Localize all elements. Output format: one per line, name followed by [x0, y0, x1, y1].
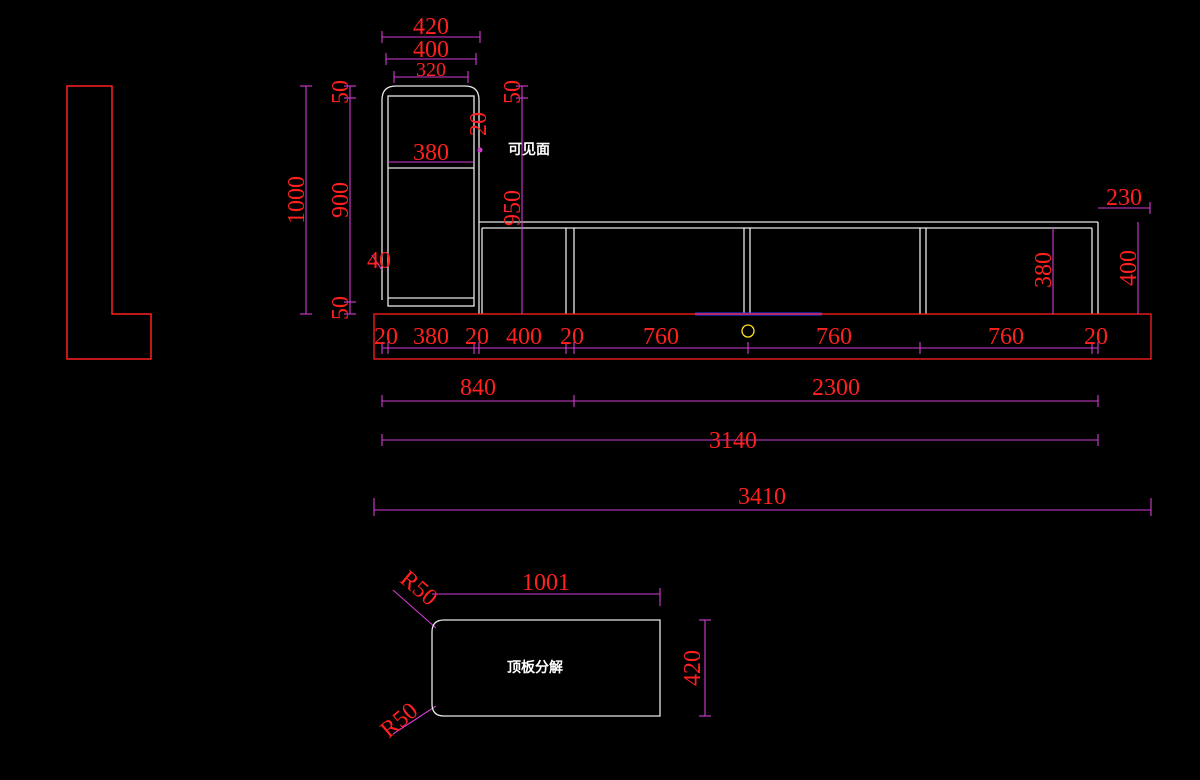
dim-base-760c: 760 — [988, 324, 1024, 350]
dim-right-950: 950 — [500, 190, 526, 226]
dim-far-400: 400 — [1116, 250, 1142, 286]
dim-panel-1001: 1001 — [522, 570, 570, 596]
dim-base-400: 400 — [506, 324, 542, 350]
dim-far-380: 380 — [1031, 252, 1057, 288]
dim-inner-380: 380 — [413, 140, 449, 166]
top-panel-note: 顶板分解 — [507, 659, 563, 676]
dim-right-20: 20 — [466, 112, 492, 136]
dim-total-3140: 3140 — [709, 428, 757, 454]
center-marker-circle — [741, 324, 755, 338]
dim-left-40: 40 — [367, 248, 391, 274]
visible-face-note: 可见面 — [508, 142, 550, 158]
top-panel-outline — [431, 619, 661, 717]
visible-face-leader-dot — [477, 147, 483, 153]
dim-base-20c: 20 — [560, 324, 584, 350]
dim-base-760a: 760 — [643, 324, 679, 350]
dim-far-230: 230 — [1106, 185, 1142, 211]
dim-base-20b: 20 — [465, 324, 489, 350]
dimension-labels: 420 400 320 380 1000 900 50 50 40 50 20 … — [284, 14, 1142, 743]
l-shape-outline — [66, 85, 152, 360]
dim-top-320: 320 — [416, 59, 446, 81]
dim-panel-420: 420 — [680, 650, 706, 686]
dim-left-50-top: 50 — [328, 80, 354, 104]
cabinet-frame — [381, 85, 1099, 314]
dimension-lines — [300, 31, 1152, 735]
dim-base-380: 380 — [413, 324, 449, 350]
dim-base-20d: 20 — [1084, 324, 1108, 350]
dim-top-420: 420 — [413, 14, 449, 40]
dim-right-50: 50 — [500, 80, 526, 104]
dim-panel-r50-top: R50 — [395, 566, 442, 612]
dim-total-2300: 2300 — [812, 375, 860, 401]
dim-base-760b: 760 — [816, 324, 852, 350]
dim-total-3410: 3410 — [738, 484, 786, 510]
dim-panel-r50-bottom: R50 — [376, 698, 423, 744]
dim-left-50-bottom: 50 — [328, 296, 354, 320]
dim-total-840: 840 — [460, 375, 496, 401]
dim-base-20a: 20 — [374, 324, 398, 350]
dim-left-900: 900 — [328, 182, 354, 218]
dim-left-1000: 1000 — [284, 176, 310, 224]
dim-top-400: 400 — [413, 37, 449, 63]
base-strip — [373, 313, 1152, 360]
